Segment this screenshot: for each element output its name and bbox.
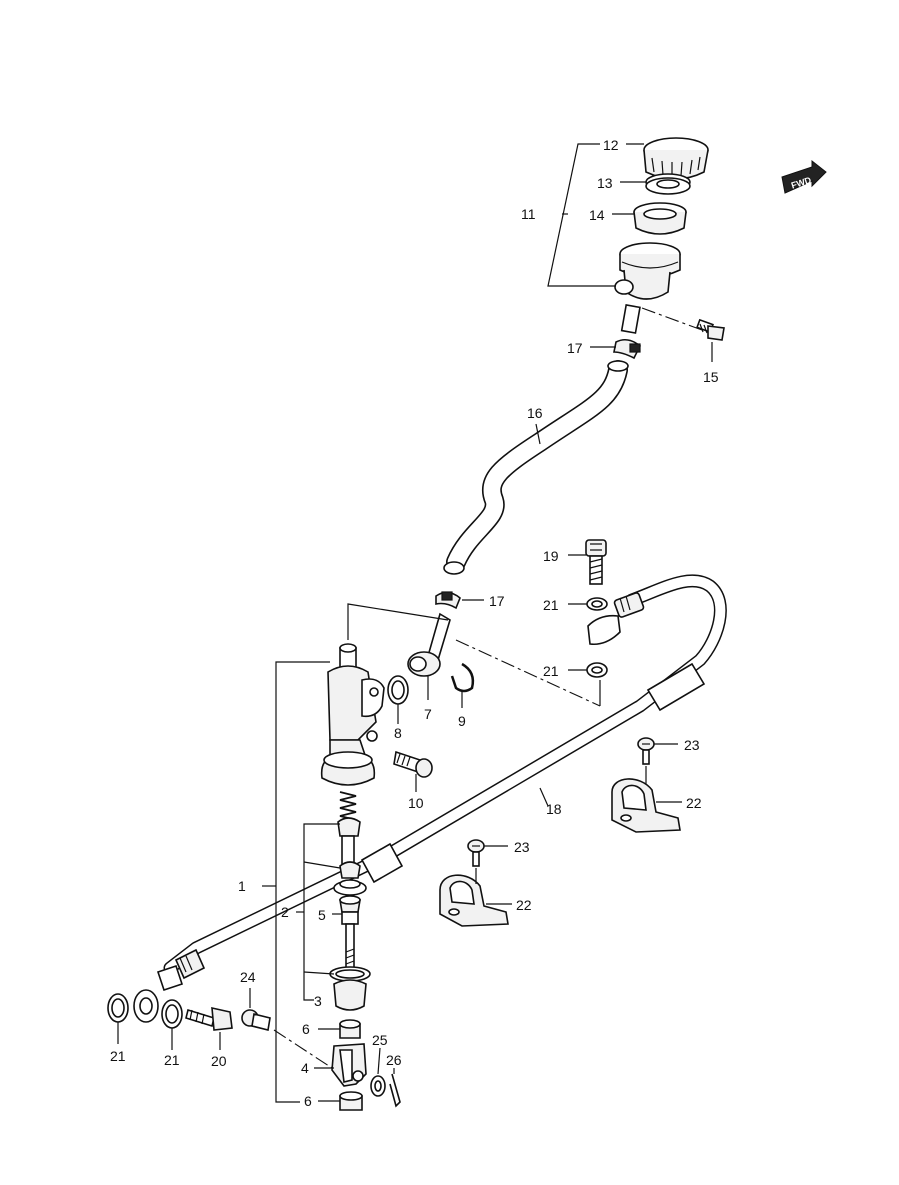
bolt-10 <box>393 750 433 778</box>
leader-lines <box>117 143 713 1103</box>
callout-6-lower: 6 <box>304 1093 312 1109</box>
hose-guide-22-lower <box>439 874 509 927</box>
boot-3 <box>329 966 371 1011</box>
circlip-9 <box>450 662 475 693</box>
callout-9: 9 <box>458 713 466 729</box>
brake-hose <box>133 574 727 1023</box>
callout-18: 18 <box>546 801 562 817</box>
callout-10: 10 <box>408 795 424 811</box>
callout-15: 15 <box>703 369 719 385</box>
callout-17-upper: 17 <box>567 340 583 356</box>
reservoir-plate <box>645 173 691 195</box>
nut-6-lower <box>339 1091 363 1111</box>
callout-23-lower: 23 <box>514 839 530 855</box>
master-cylinder-body <box>320 643 385 786</box>
callout-4: 4 <box>301 1060 309 1076</box>
callout-21-bottom-left: 21 <box>110 1048 126 1064</box>
callout-21-mid: 21 <box>543 663 559 679</box>
callout-16: 16 <box>527 405 543 421</box>
reservoir-cap <box>643 137 709 180</box>
callout-17-lower: 17 <box>489 593 505 609</box>
callout-5: 5 <box>318 907 326 923</box>
union-bolt-20 <box>185 1006 233 1031</box>
callout-11: 11 <box>521 206 536 222</box>
callout-22-upper: 22 <box>686 795 702 811</box>
callout-2: 2 <box>281 904 289 920</box>
callout-24: 24 <box>240 969 256 985</box>
reservoir-body <box>614 242 681 334</box>
callout-26: 26 <box>386 1052 402 1068</box>
nut-6-upper <box>339 1019 361 1039</box>
bolt-15-guide-line <box>641 307 703 331</box>
callout-13: 13 <box>597 175 613 191</box>
screw-23-lower <box>467 839 485 867</box>
callouts: 12 13 11 14 17 15 16 19 17 21 21 8 7 9 2… <box>110 137 719 1109</box>
callout-19: 19 <box>543 548 559 564</box>
callout-3: 3 <box>314 993 322 1009</box>
hose-clamp-lower <box>435 591 461 610</box>
callout-20: 20 <box>211 1053 227 1069</box>
clevis-4 <box>331 1043 367 1087</box>
reservoir-hose <box>443 360 629 575</box>
cotter-pin-26 <box>389 1073 401 1108</box>
hose-guide-22-upper <box>611 778 681 833</box>
reservoir-diaphragm <box>633 202 687 235</box>
screw-23-upper <box>637 737 655 765</box>
callout-23-upper: 23 <box>684 737 700 753</box>
primary-cup <box>337 817 361 867</box>
callout-6-upper: 6 <box>302 1021 310 1037</box>
spring <box>339 791 357 821</box>
callout-7: 7 <box>424 706 432 722</box>
callout-14: 14 <box>589 207 605 223</box>
callout-21-bottom-mid: 21 <box>164 1052 180 1068</box>
union-bolt-19 <box>585 539 607 585</box>
bolt-15 <box>696 318 725 341</box>
inlet-fitting-7 <box>407 612 451 677</box>
callout-12: 12 <box>603 137 619 153</box>
callout-8: 8 <box>394 725 402 741</box>
callout-22-lower: 22 <box>516 897 532 913</box>
callout-25: 25 <box>372 1032 388 1048</box>
fwd-arrow-icon: FWD <box>781 159 827 194</box>
hose-clamp-upper <box>613 338 641 360</box>
callout-1: 1 <box>238 878 246 894</box>
push-rod-5 <box>339 895 361 969</box>
callout-21-top: 21 <box>543 597 559 613</box>
clevis-pin-24 <box>241 1009 271 1031</box>
secondary-cup <box>333 861 367 896</box>
